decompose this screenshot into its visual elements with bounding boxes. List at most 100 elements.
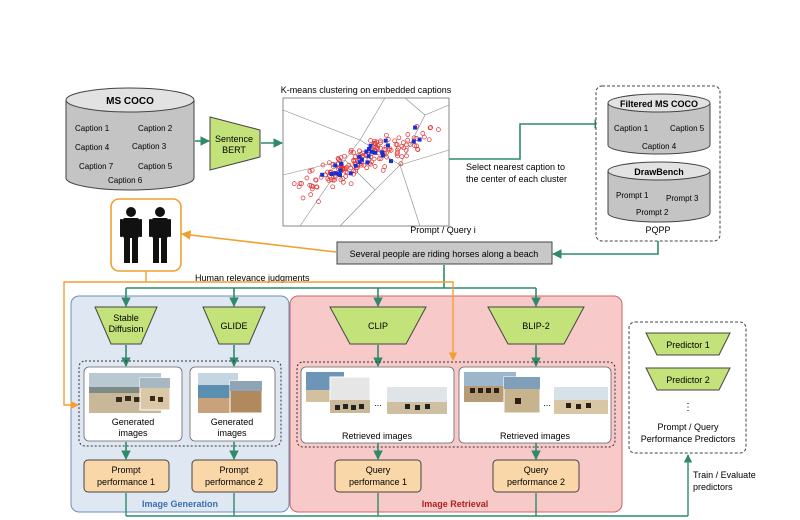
caption-text: Caption 1: [614, 124, 649, 133]
filtered-ms-coco-database: Filtered MS COCO Caption 1 Caption 5 Cap…: [607, 93, 711, 155]
human-judgment-paths: [63, 271, 458, 410]
prompt-query-label: Prompt / Query i: [410, 225, 476, 235]
caption-point: [353, 168, 359, 174]
caption-point: [412, 143, 417, 148]
image-retrieval-label: Image Retrieval: [422, 499, 489, 509]
caption-point: [332, 177, 337, 183]
cluster-center: [339, 161, 344, 166]
model-label: GLIDE: [220, 321, 247, 331]
select-caption-label: Select nearest caption to: [466, 162, 565, 172]
caption-point: [314, 184, 320, 190]
ellipsis-text: ...: [543, 398, 551, 408]
cluster-center: [333, 171, 338, 176]
generated-images-label: images: [118, 428, 148, 438]
generated-images-label: Generated: [112, 417, 155, 427]
caption-point: [415, 146, 420, 152]
caption-point: [357, 148, 362, 154]
beach-horse-image: [554, 387, 608, 414]
person-icon: [120, 207, 142, 263]
model-label: CLIP: [368, 321, 388, 331]
prompt-performance-1-box: Prompt performance 1: [83, 459, 170, 493]
caption-point: [307, 168, 313, 174]
cluster-center: [383, 138, 388, 143]
scatter-points: [291, 124, 441, 204]
caption-text: Caption 4: [642, 142, 677, 151]
train-evaluate-label: predictors: [693, 482, 733, 492]
kmeans-scatter-plot: [282, 97, 450, 227]
predictors-caption: Prompt / Query: [657, 422, 719, 432]
caption-point: [403, 142, 409, 148]
caption-point: [384, 132, 389, 138]
person-icon: [149, 207, 171, 263]
predictor-label: Predictor 1: [666, 340, 710, 350]
query-text: Several people are riding horses along a…: [350, 249, 539, 259]
caption-point: [405, 137, 411, 143]
cluster-center: [367, 147, 371, 151]
caption-point: [309, 183, 314, 189]
prompt-text: Prompt 3: [666, 194, 699, 203]
performance-label: performance 2: [205, 477, 263, 487]
cluster-center: [368, 143, 373, 148]
query-performance-2-box: Query performance 2: [492, 459, 580, 493]
caption-text: Caption 5: [670, 124, 705, 133]
caption-point: [398, 161, 404, 167]
caption-point: [371, 140, 377, 146]
caption-point: [374, 139, 379, 145]
caption-point: [399, 154, 405, 159]
ms-coco-title: MS COCO: [106, 96, 154, 107]
caption-point: [326, 178, 332, 183]
cluster-center: [373, 150, 378, 155]
performance-predictors-box: Predictor 1 Predictor 2 ⋮ Prompt / Query…: [628, 321, 747, 454]
query-box: Several people are riding horses along a…: [336, 241, 553, 265]
caption-point: [320, 162, 326, 168]
caption-text: Caption 1: [75, 124, 110, 133]
caption-point: [308, 192, 314, 197]
predictors-caption: Performance Predictors: [641, 434, 736, 444]
cluster-center: [338, 168, 343, 173]
beach-horse-image: [387, 387, 447, 414]
caption-text: Caption 6: [108, 176, 143, 185]
filtered-ms-coco-title: Filtered MS COCO: [620, 99, 698, 109]
drawbench-title: DrawBench: [634, 167, 684, 177]
caption-point: [300, 195, 306, 201]
caption-point: [307, 183, 313, 188]
caption-point: [338, 155, 344, 160]
predictor-label: Predictor 2: [666, 375, 710, 385]
performance-label: Prompt: [219, 465, 249, 475]
cluster-center: [413, 125, 418, 130]
caption-point: [394, 142, 400, 147]
prompt-performance-2-box: Prompt performance 2: [191, 459, 278, 493]
caption-point: [332, 174, 338, 180]
cluster-center: [369, 149, 374, 154]
caption-point: [348, 149, 354, 155]
predictor-1-model: Predictor 1: [645, 332, 731, 356]
caption-point: [330, 184, 336, 190]
caption-point: [361, 162, 367, 168]
caption-point: [378, 145, 383, 151]
caption-text: Caption 4: [75, 143, 110, 152]
sentence-bert-label: BERT: [222, 145, 246, 155]
caption-text: Caption 5: [138, 162, 173, 171]
cluster-center: [389, 159, 393, 164]
cluster-center: [333, 163, 338, 168]
caption-point: [297, 181, 303, 186]
cluster-center: [336, 171, 341, 176]
train-evaluate-label: Train / Evaluate: [693, 470, 756, 480]
caption-point: [395, 149, 400, 155]
caption-point: [404, 153, 409, 159]
caption-text: Caption 2: [138, 124, 173, 133]
caption-point: [375, 146, 380, 151]
sentence-bert-encoder: Sentence BERT: [209, 116, 261, 171]
arrow: [552, 241, 659, 259]
caption-point: [392, 138, 398, 144]
model-label: Diffusion: [109, 324, 144, 334]
beach-horse-image: [139, 377, 171, 411]
cluster-center: [357, 154, 362, 159]
caption-point: [414, 143, 419, 149]
ms-coco-database: MS COCO Caption 1 Caption 2 Caption 4 Ca…: [65, 87, 195, 191]
caption-point: [309, 167, 315, 173]
cluster-center: [366, 154, 371, 159]
image-generation-label: Image Generation: [142, 499, 218, 509]
cluster-center: [380, 153, 385, 158]
generated-images-group: [78, 360, 282, 447]
